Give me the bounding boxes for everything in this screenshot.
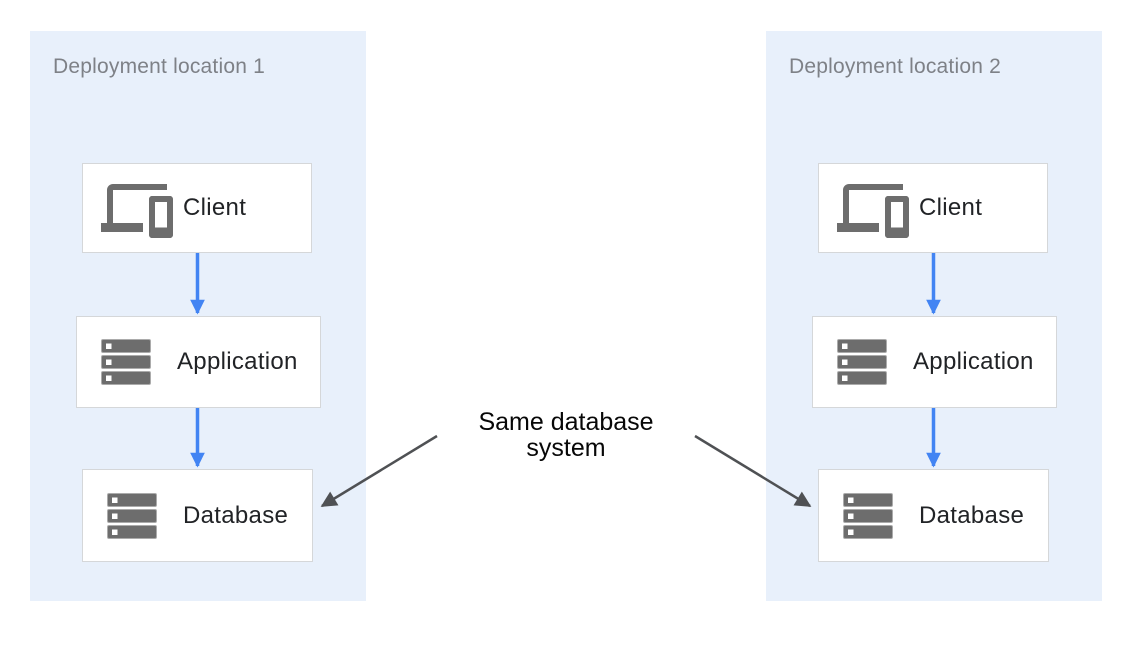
annotation-line-1: Same database — [478, 408, 654, 436]
annotation-line-2: system — [526, 434, 606, 462]
server-stack-icon — [101, 492, 175, 539]
server-stack-icon — [95, 339, 169, 385]
node-label: Database — [919, 501, 1025, 529]
panel-title: Deployment location 1 — [53, 55, 265, 78]
node-label: Application — [177, 348, 298, 375]
same-database-annotation: Same database system — [416, 409, 716, 461]
node-application-1: Application — [76, 316, 321, 408]
node-application-2: Application — [812, 316, 1057, 408]
node-label: Database — [183, 501, 289, 529]
deployment-location-1-panel: Deployment location 1 Client — [30, 31, 366, 601]
server-stack-icon — [837, 492, 911, 539]
deployment-location-2-panel: Deployment location 2 Client — [766, 31, 1102, 601]
devices-icon — [837, 178, 911, 238]
node-label: Application — [913, 348, 1034, 375]
panel-title: Deployment location 2 — [789, 55, 1001, 78]
node-client-2: Client — [818, 163, 1048, 253]
server-stack-icon — [831, 339, 905, 385]
node-database-1: Database — [82, 469, 313, 562]
node-client-1: Client — [82, 163, 312, 253]
node-label: Client — [183, 194, 247, 221]
node-label: Client — [919, 194, 983, 221]
node-database-2: Database — [818, 469, 1049, 562]
devices-icon — [101, 178, 175, 238]
